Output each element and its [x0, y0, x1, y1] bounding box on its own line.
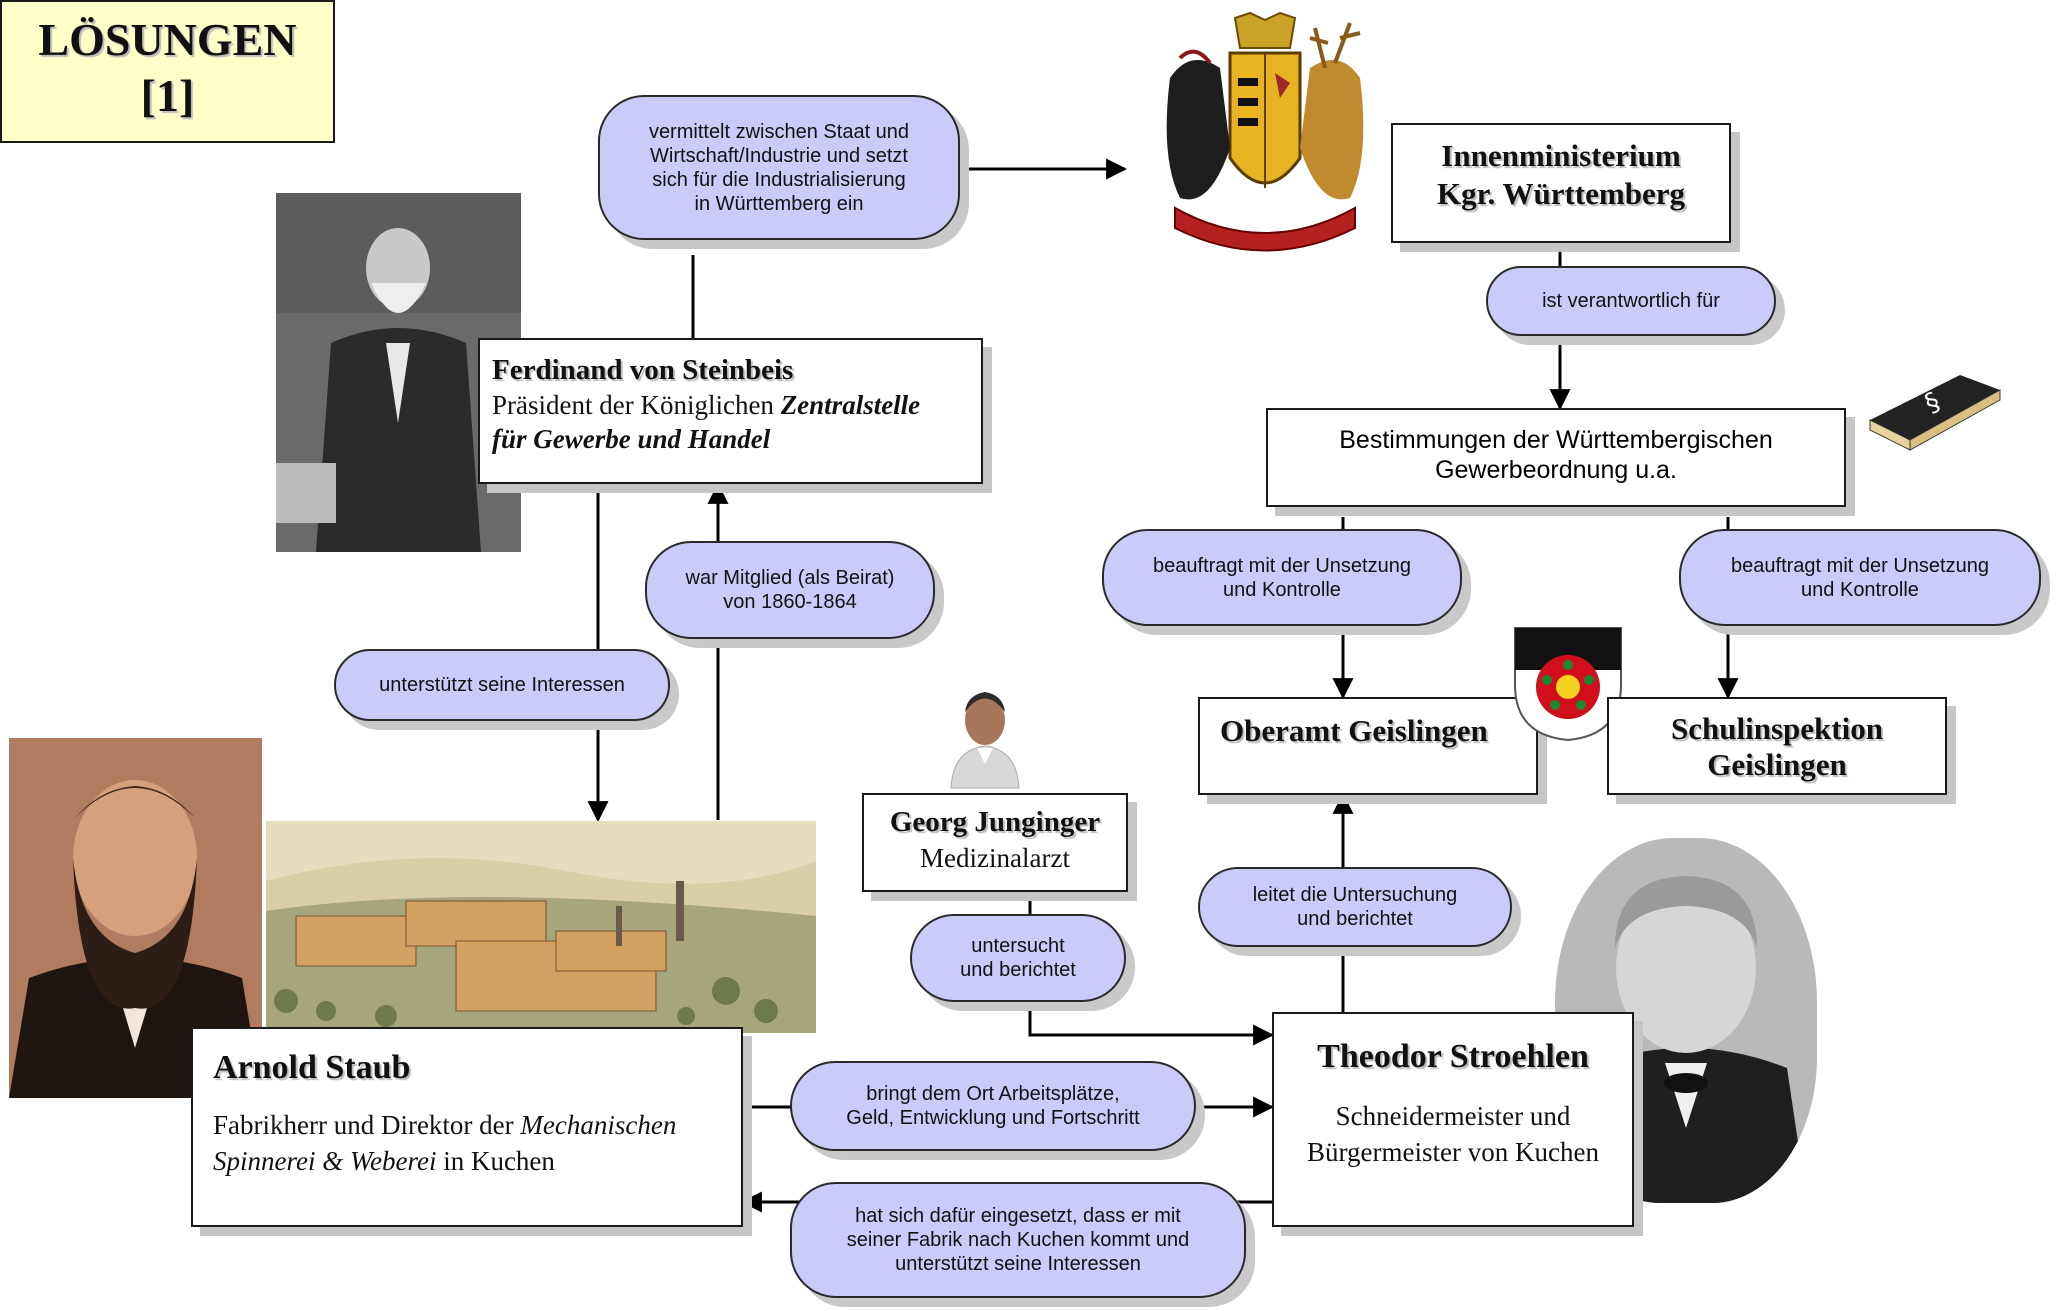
title-line2: [1] [140, 70, 195, 121]
regulations-line1: Bestimmungen der Württembergischen [1339, 426, 1773, 454]
person-icon [945, 680, 1025, 790]
steinbeis-name: Ferdinand von Steinbeis [492, 354, 794, 386]
edge-label-supports: unterstützt seine Interessen [334, 649, 670, 721]
ministry-line1: Innenministerium [1441, 138, 1681, 173]
edge-label-advocated: hat sich dafür eingesetzt, dass er mit s… [790, 1182, 1246, 1298]
regulations-line2: Gewerbeordnung u.a. [1435, 456, 1677, 484]
oberamt-box: Oberamt Geislingen [1198, 697, 1538, 795]
staub-role: Fabrikherr und Direktor der Mechanischen… [213, 1110, 677, 1176]
factory-illustration [266, 821, 816, 1033]
regulations-box: Bestimmungen der Württembergischen Gewer… [1266, 408, 1846, 507]
edge-label-mediates: vermittelt zwischen Staat und Wirtschaft… [598, 95, 960, 240]
school-box: Schulinspektion Geislingen [1607, 697, 1947, 795]
edge-label-commission-right: beauftragt mit der Unsetzung und Kontrol… [1679, 529, 2041, 626]
ministry-box: Innenministerium Kgr. Württemberg [1391, 123, 1731, 243]
title-line1: LÖSUNGEN [38, 14, 297, 65]
oberamt-name: Oberamt Geislingen [1220, 713, 1488, 748]
steinbeis-role: Präsident der Königlichen Zentralstelle … [492, 390, 921, 454]
ministry-line2: Kgr. Württemberg [1437, 176, 1685, 211]
school-line1: Schulinspektion [1671, 711, 1883, 746]
edge-label-commission-left: beauftragt mit der Unsetzung und Kontrol… [1102, 529, 1462, 626]
edge-label-leads: leitet die Untersuchung und berichtet [1198, 867, 1512, 947]
stroehlen-box: Theodor Stroehlen Schneidermeister und B… [1272, 1012, 1634, 1227]
edge-label-responsible: ist verantwortlich für [1486, 266, 1776, 336]
edge-label-investigates: untersucht und berichtet [910, 914, 1126, 1002]
steinbeis-box: Ferdinand von Steinbeis Präsident der Kö… [478, 338, 983, 484]
school-line2: Geislingen [1707, 747, 1847, 782]
staub-box: Arnold Staub Fabrikherr und Direktor der… [191, 1027, 743, 1227]
junginger-box: Georg Junginger Medizinalarzt [862, 793, 1128, 892]
staub-name: Arnold Staub [213, 1049, 411, 1086]
junginger-name: Georg Junginger [889, 806, 1101, 838]
geislingen-rose-shield-icon [1512, 625, 1624, 743]
junginger-role: Medizinalarzt [920, 843, 1070, 873]
edge-label-member: war Mitglied (als Beirat) von 1860-1864 [645, 541, 935, 639]
wuerttemberg-coat-of-arms-icon [1150, 8, 1380, 266]
law-book-icon: § [1860, 365, 2010, 455]
stroehlen-role: Schneidermeister und Bürgermeister von K… [1307, 1101, 1599, 1167]
title-box: LÖSUNGEN [1] [0, 0, 335, 143]
stroehlen-name: Theodor Stroehlen [1317, 1038, 1589, 1075]
edge-label-brings: bringt dem Ort Arbeitsplätze, Geld, Entw… [790, 1061, 1196, 1151]
